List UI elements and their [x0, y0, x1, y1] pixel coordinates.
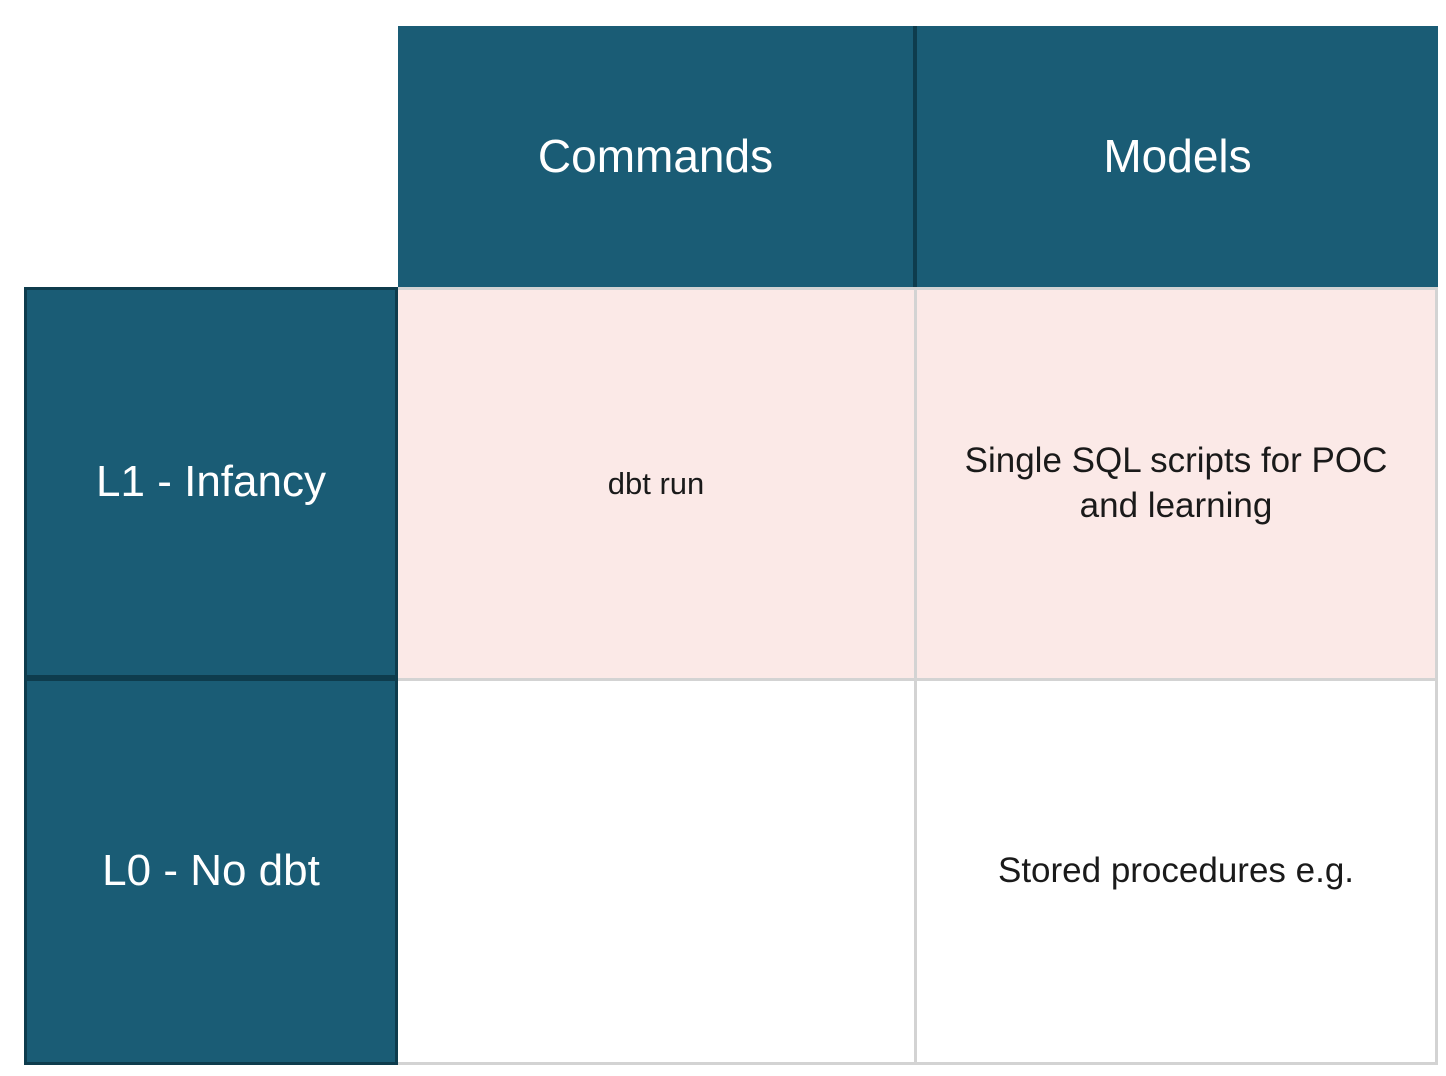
row-header-l0-no-dbt-label: L0 - No dbt — [102, 846, 320, 896]
table-row: Stored procedures e.g. — [398, 678, 1438, 1065]
cell-l1-commands-text: dbt run — [607, 466, 705, 502]
column-header-row: Commands Models — [398, 26, 1438, 287]
cell-l1-models: Single SQL scripts for POC and learning — [917, 287, 1438, 678]
cell-l0-commands — [398, 678, 917, 1062]
table-row: dbt run Single SQL scripts for POC and l… — [398, 287, 1438, 678]
row-header-l0-no-dbt: L0 - No dbt — [24, 678, 398, 1065]
row-header-l1-infancy: L1 - Infancy — [24, 287, 398, 678]
column-header-models-label: Models — [1103, 130, 1252, 183]
column-header-commands-label: Commands — [537, 130, 774, 183]
cell-l1-commands: dbt run — [398, 287, 917, 678]
cell-l1-models-text: Single SQL scripts for POC and learning — [964, 441, 1388, 525]
cell-l0-models-text: Stored procedures e.g. — [997, 851, 1355, 891]
column-header-models: Models — [917, 26, 1438, 287]
row-header-l1-infancy-label: L1 - Infancy — [96, 457, 326, 507]
column-header-commands: Commands — [398, 26, 917, 287]
matrix-body: dbt run Single SQL scripts for POC and l… — [398, 287, 1438, 1065]
cell-l0-models: Stored procedures e.g. — [917, 678, 1438, 1062]
